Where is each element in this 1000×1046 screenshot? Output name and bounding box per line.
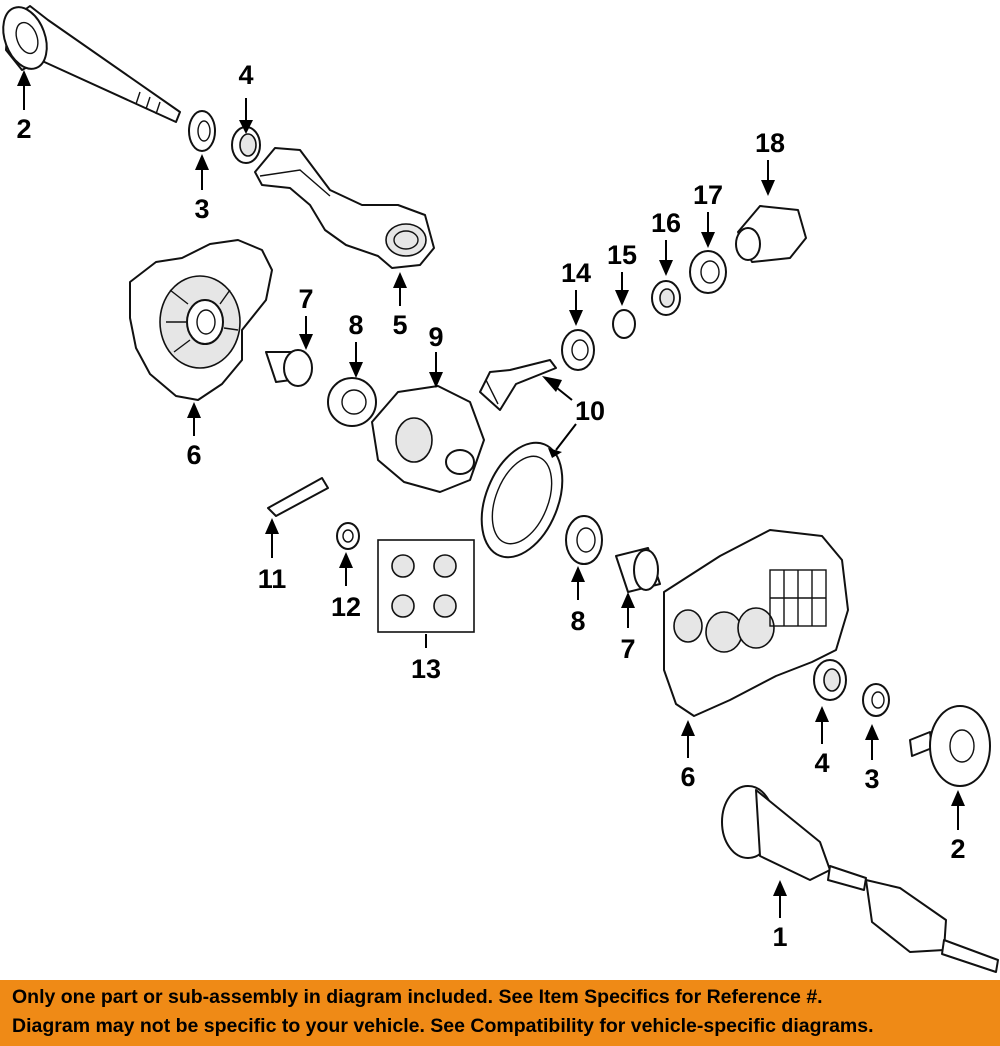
callout-15: 15 (607, 240, 637, 270)
pinion-shaft (267, 477, 329, 517)
callout-8-top: 8 (348, 310, 363, 340)
callout-4-lower: 4 (814, 748, 829, 778)
callout-6-top: 6 (186, 440, 201, 470)
diff-housing-lower (663, 529, 849, 717)
cv-half-shaft (721, 785, 999, 973)
callout-10: 10 (575, 396, 605, 426)
bearing-7-lower (615, 547, 661, 593)
bearing-16 (651, 280, 681, 316)
callout-13: 13 (411, 654, 441, 684)
callout-7-lower: 7 (620, 634, 635, 664)
race-8-upper (327, 377, 377, 427)
differential-case (371, 385, 485, 493)
callout-2-lower: 2 (950, 834, 965, 864)
disclaimer-line-1: Only one part or sub-assembly in diagram… (12, 986, 823, 1008)
bearing-lower (813, 659, 847, 701)
callout-7-top: 7 (298, 284, 313, 314)
gear-kit (377, 539, 475, 633)
race-8-lower (565, 515, 603, 565)
callout-18: 18 (755, 128, 785, 158)
callout-11: 11 (258, 564, 287, 594)
disclaimer-line-2: Diagram may not be specific to your vehi… (12, 1015, 874, 1037)
callout-9: 9 (428, 322, 443, 352)
seal-17 (689, 250, 727, 294)
callout-1: 1 (772, 922, 787, 952)
yoke-18 (735, 205, 807, 263)
spacer-15 (612, 309, 636, 339)
exploded-axle-diagram: 2 4 3 18 17 16 15 14 7 8 9 5 6 10 11 12 … (2, 5, 999, 973)
callout-17: 17 (693, 180, 723, 210)
diff-housing-upper (129, 239, 273, 401)
callout-5: 5 (392, 310, 407, 340)
thrust-washer (336, 522, 360, 550)
disclaimer-banner: Only one part or sub-assembly in diagram… (0, 980, 1000, 1046)
callout-3-top: 3 (194, 194, 209, 224)
callout-labels: 2 4 3 18 17 16 15 14 7 8 9 5 6 10 11 12 … (16, 60, 965, 952)
callout-16: 16 (651, 208, 681, 238)
callout-12: 12 (331, 592, 361, 622)
callout-8-lower: 8 (570, 606, 585, 636)
callout-4-top: 4 (238, 60, 253, 90)
callout-3-lower: 3 (864, 764, 879, 794)
axle-tube-housing (254, 147, 435, 269)
callout-6-lower: 6 (680, 762, 695, 792)
ring-gear (480, 441, 564, 559)
axle-shaft-upper (2, 5, 181, 123)
seal-lower (862, 683, 890, 717)
callout-2-top: 2 (16, 114, 31, 144)
pinion-gear (479, 359, 557, 411)
callout-14: 14 (561, 258, 591, 288)
leader-lines (17, 70, 965, 918)
axle-flange-lower (909, 705, 991, 787)
bearing-7-upper (265, 349, 313, 387)
bearing-14 (561, 329, 595, 371)
seal-upper (188, 110, 216, 152)
